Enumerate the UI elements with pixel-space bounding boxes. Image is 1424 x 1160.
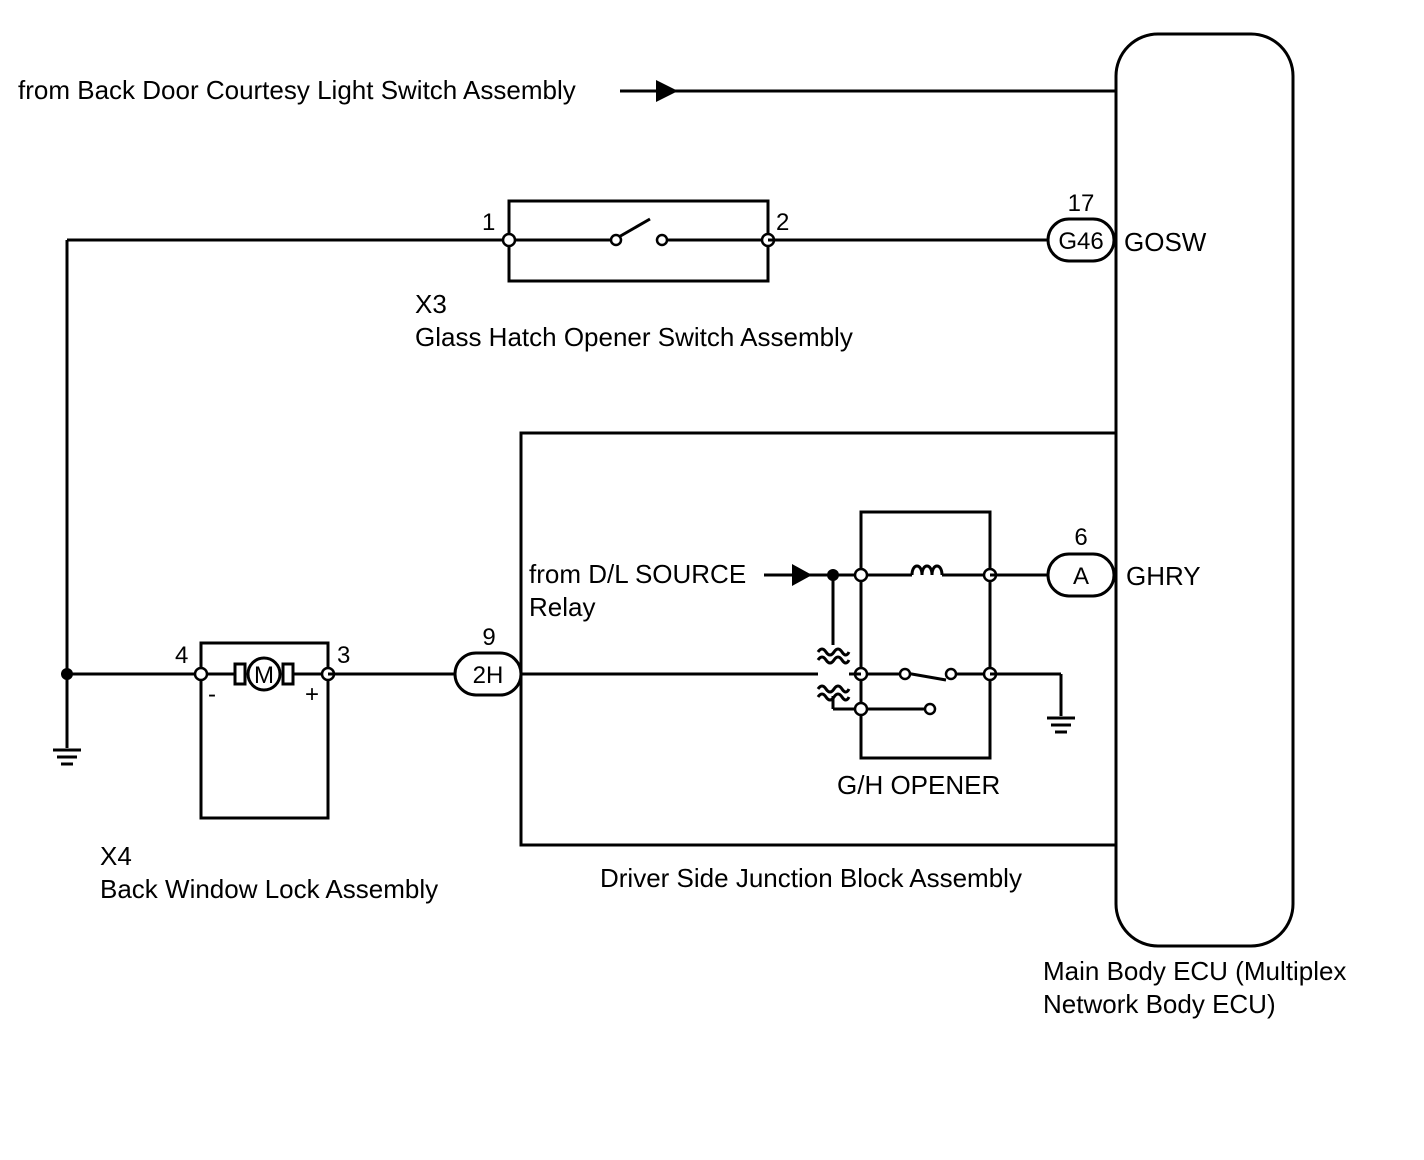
connector-g46 [1046,217,1116,263]
x4-code-label: X4 [100,841,132,871]
signal-gosw: GOSW [1124,227,1207,257]
motor-symbol-label: M [254,662,274,689]
relay-contact-no [944,667,958,681]
main-body-ecu [1114,32,1295,948]
relay-contact-pivot [898,667,912,681]
motor-minus-label: - [208,681,216,708]
ecu-name-line1: Main Body ECU (Multiplex [1043,956,1346,986]
x3-switch-blade [616,217,651,240]
x3-contact-right [655,233,669,247]
relay-coil [910,564,944,576]
connector-a [1046,552,1116,598]
g46-pin-label: 17 [1068,190,1095,217]
x4-terminal-4 [193,666,209,682]
signal-ghry: GHRY [1126,561,1201,591]
relay-name-label: G/H OPENER [837,770,1000,800]
junction-block-box [519,431,1116,847]
x3-contact-left [609,233,623,247]
motor-plus-label: + [305,681,319,708]
connector-g46-label: G46 [1058,228,1103,255]
x4-pin4-label: 4 [175,642,188,669]
x3-pin1-label: 1 [482,209,495,236]
jb-pin-label: 9 [482,624,495,651]
motor-brush-left [233,662,247,686]
relay-contact-nc [923,702,937,716]
x4-pin3-label: 3 [337,642,350,669]
gh-opener-relay-box [859,510,992,760]
wire-break-upper [816,647,851,657]
dl-source-label-line1: from D/L SOURCE [529,559,746,589]
motor-brush-right [281,662,295,686]
wire-break-lower [816,684,851,694]
relay-ground-icon [1047,716,1075,734]
dl-source-arrow [792,564,812,586]
x3-name-label: Glass Hatch Opener Switch Assembly [415,322,853,352]
courtesy-source-label: from Back Door Courtesy Light Switch Ass… [18,75,576,105]
motor-icon [246,656,282,692]
x4-lock-box [199,641,330,820]
wire-break-upper-2 [816,655,851,665]
x3-code-label: X3 [415,289,447,319]
connector-a-label: A [1073,563,1089,590]
ecu-name-line2: Network Body ECU) [1043,989,1276,1019]
junction-block-label: Driver Side Junction Block Assembly [600,863,1022,893]
courtesy-arrow [656,80,678,102]
connector-2h-label: 2H [473,662,504,689]
relay-coil-terminal-left [853,567,869,583]
x4-ground-icon [53,748,81,766]
x4-name-label: Back Window Lock Assembly [100,874,438,904]
relay-contact-blade [905,671,947,682]
a-pin-label: 6 [1074,524,1087,551]
dl-source-label-line2: Relay [529,592,595,622]
x3-terminal-1 [501,232,517,248]
relay-terminal-nc [853,701,869,717]
x3-pin2-label: 2 [776,209,789,236]
